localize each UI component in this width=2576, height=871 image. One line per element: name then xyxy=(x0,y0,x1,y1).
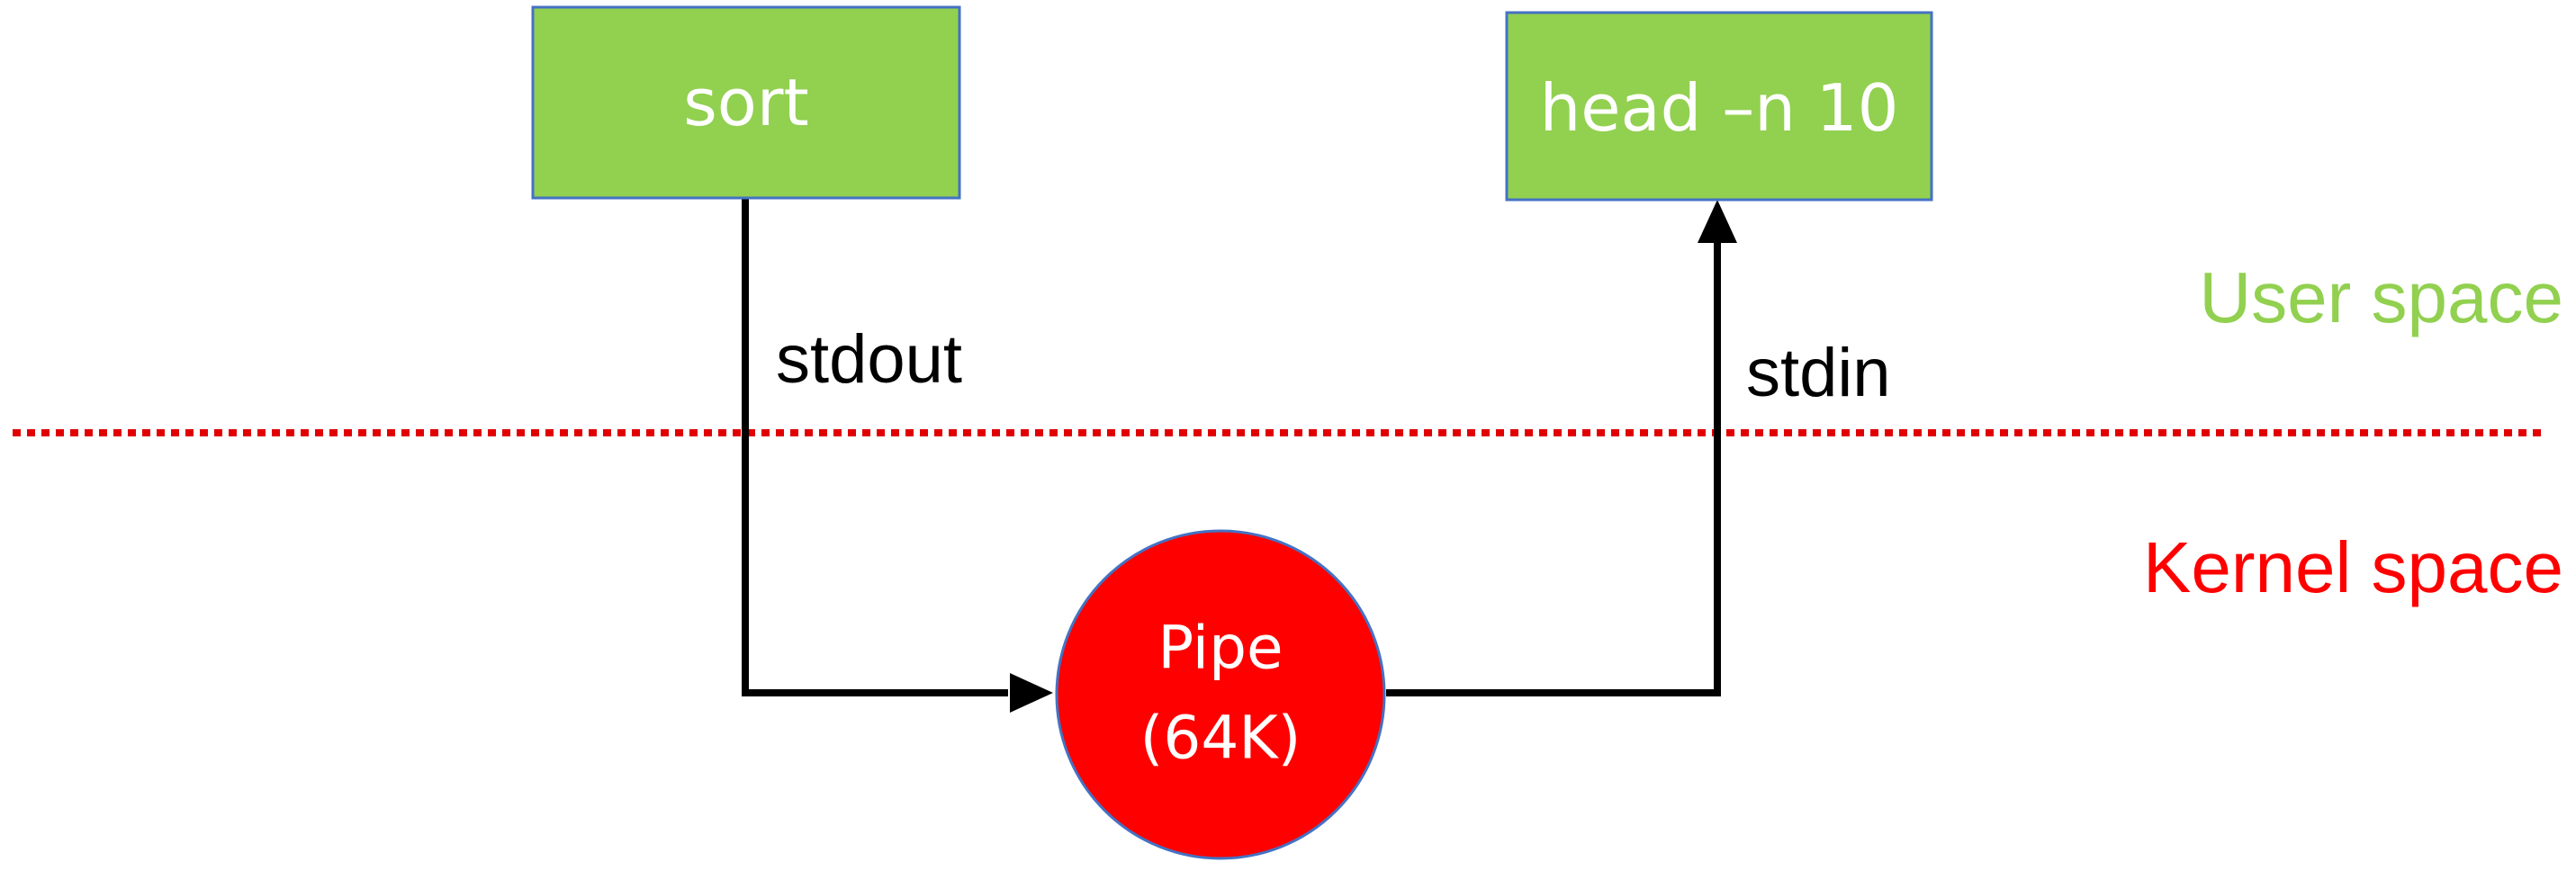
pipe-node: Pipe (64K) xyxy=(1055,529,1386,860)
head-process-label: head –n 10 xyxy=(1540,70,1899,146)
sort-process-label: sort xyxy=(683,65,808,140)
pipe-size-label: (64K) xyxy=(1140,704,1302,773)
head-process-node: head –n 10 xyxy=(1505,11,1933,202)
head-process-box xyxy=(1505,11,1933,202)
stdout-arrowhead xyxy=(1010,673,1053,713)
stdin-arrowhead xyxy=(1698,200,1737,243)
stdout-arrow xyxy=(742,198,1008,696)
kernel-space-label: Kernel space xyxy=(2143,527,2563,607)
pipe-circle xyxy=(1055,529,1386,860)
sort-process-node: sort xyxy=(531,5,961,200)
user-space-label: User space xyxy=(2199,257,2563,337)
stdin-label: stdin xyxy=(1746,335,1891,411)
sort-process-box xyxy=(531,5,961,200)
stdin-arrow xyxy=(1386,241,1721,696)
stdout-label: stdout xyxy=(776,321,962,398)
pipe-label: Pipe xyxy=(1157,614,1283,683)
